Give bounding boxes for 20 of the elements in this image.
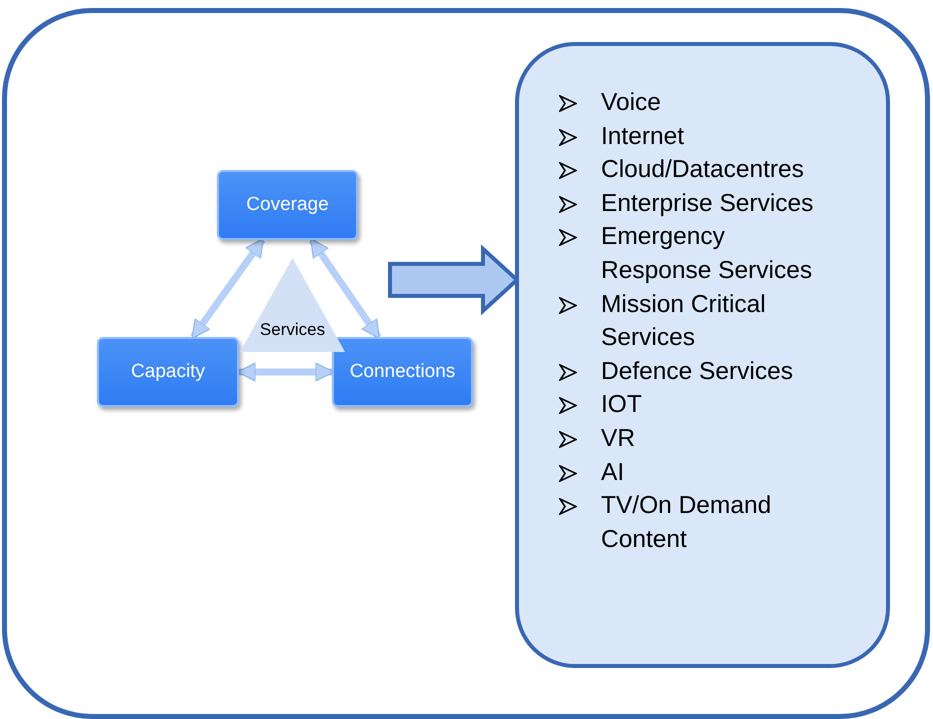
triangle-label: Services xyxy=(260,320,326,340)
list-panel xyxy=(515,42,890,668)
list-item-text: Voice xyxy=(601,88,662,118)
list-item-text: TV/On Demand Content xyxy=(601,491,772,555)
list-item-text: Enterprise Services xyxy=(601,188,814,219)
process-box: Coverage xyxy=(217,170,358,240)
process-box: Capacity xyxy=(97,337,239,407)
list-item-text: Cloud/Datacentres xyxy=(601,155,805,186)
list-item-text: Mission Critical Services xyxy=(601,290,767,354)
frame-background xyxy=(2,8,930,719)
list-item-text: IOT xyxy=(601,390,643,420)
list-item-text: Internet xyxy=(601,122,686,152)
double-arrow xyxy=(190,238,266,340)
list-item-text: Defence Services xyxy=(601,356,794,387)
list-item-text: AI xyxy=(601,458,626,488)
double-arrow xyxy=(236,362,334,382)
list-item-text: Emergency Response Services xyxy=(601,222,814,286)
list-item-text: VR xyxy=(601,424,636,454)
process-box: Connections xyxy=(332,337,473,407)
double-arrow xyxy=(308,238,382,340)
